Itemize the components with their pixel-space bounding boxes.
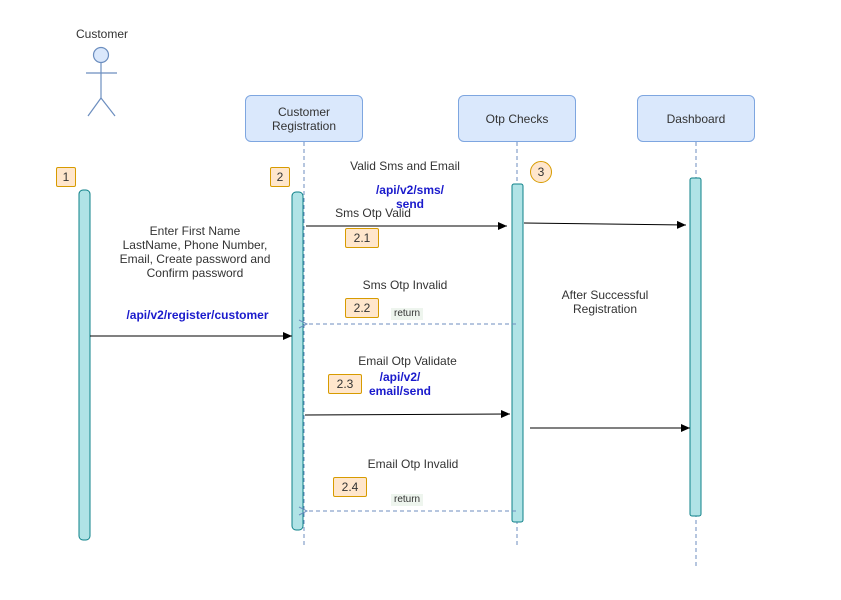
activation-otp-checks (511, 183, 524, 523)
step-badge-2-4: 2.4 (333, 477, 367, 497)
label-email-otp-validate: Email Otp Validate (358, 354, 457, 368)
label-return-2: return (391, 494, 424, 506)
actor-label: Customer (75, 27, 128, 41)
label-sms-otp-valid: Sms Otp Valid (335, 206, 411, 220)
participant-customer-registration: Customer Registration (245, 95, 363, 142)
label-after-success: After Successful Registration (561, 288, 649, 316)
step-badge-2: 2 (270, 167, 290, 187)
label-email-otp-invalid: Email Otp Invalid (367, 457, 459, 471)
activation-customer (78, 189, 91, 541)
step-badge-2-3: 2.3 (328, 374, 362, 394)
step-badge-1: 1 (56, 167, 76, 187)
step-badge-2-2: 2.2 (345, 298, 379, 318)
arrow-to-dashboard-1 (523, 220, 687, 229)
stick-figure-icon (86, 46, 117, 117)
activation-registration (291, 191, 304, 531)
label-email-api: /api/v2/ email/send (368, 370, 432, 398)
step-badge-3: 3 (530, 161, 552, 183)
arrow-email-validate (304, 410, 511, 419)
label-enter-details: Enter First Name LastName, Phone Number,… (119, 224, 271, 280)
participant-otp-checks: Otp Checks (458, 95, 576, 142)
participant-dashboard: Dashboard (637, 95, 755, 142)
label-register-api: /api/v2/register/customer (126, 308, 269, 322)
label-sms-otp-invalid: Sms Otp Invalid (362, 278, 448, 292)
activation-dashboard (689, 177, 702, 517)
label-return-1: return (391, 308, 424, 320)
step-badge-2-1: 2.1 (345, 228, 379, 248)
label-sms-api: /api/v2/sms/ send (375, 183, 445, 211)
label-valid-sms-email: Valid Sms and Email (350, 159, 460, 173)
